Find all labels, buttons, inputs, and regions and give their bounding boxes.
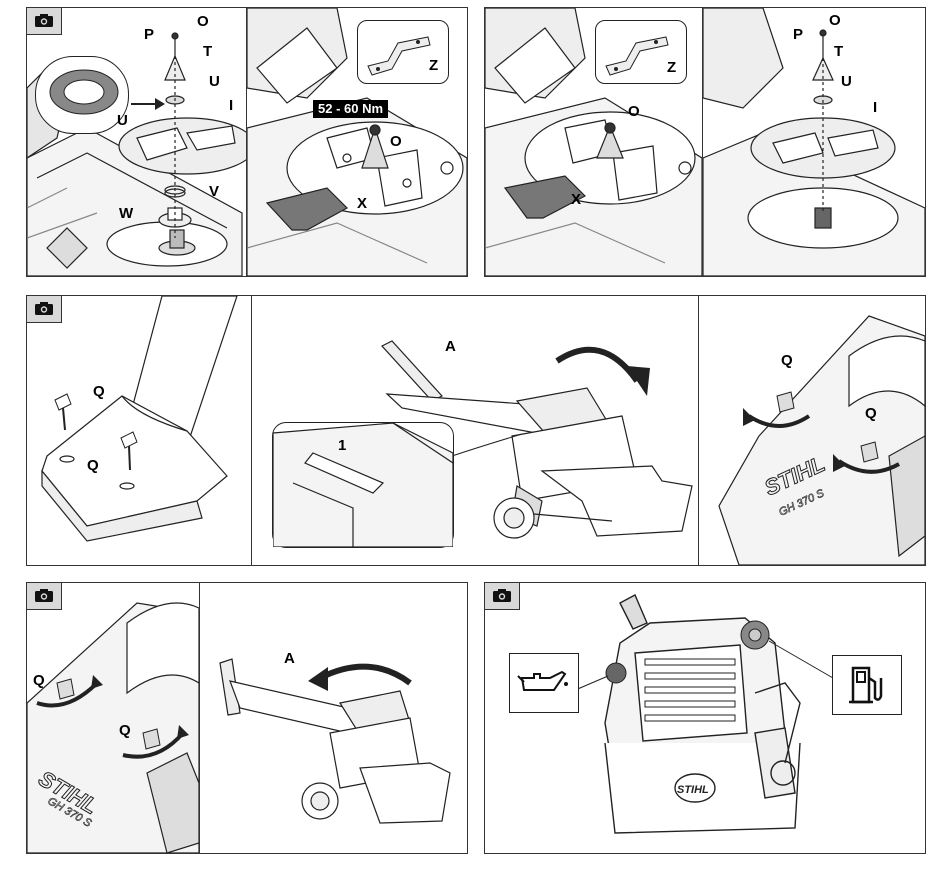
label-t: T [834,44,843,59]
screw-tighten-subpanel: STIHL GH 370 S Q Q [27,583,199,853]
stihl-logo: STIHL [677,784,709,796]
label-i: I [873,100,877,115]
label-q-upper: Q [781,353,793,368]
engine-drawing: STIHL [485,583,925,853]
label-q-lower: Q [87,458,99,473]
label-w: W [119,206,133,221]
label-t: T [203,44,212,59]
label-p: P [144,27,154,42]
label-p: P [793,27,803,42]
label-a: A [284,651,295,666]
exploded-blade-drawing [703,8,925,276]
chute-tilt-subpanel: A 1 [252,296,698,565]
label-x: X [357,196,367,211]
exploded-view-subpanel: P O T U U I V W [27,8,246,276]
label-o: O [390,134,402,149]
label-u-upper: U [209,74,220,89]
label-q-lower: Q [119,723,131,738]
slot-drawing [273,423,453,547]
fuel-symbol-sign [832,655,902,715]
label-q-upper: Q [93,384,105,399]
label-a: A [445,339,456,354]
machine-tilt-drawing [200,583,467,853]
panel-engine-caps: STIHL [484,582,926,854]
label-o: O [628,104,640,119]
label-x: X [571,192,581,207]
label-1: 1 [338,438,346,453]
torque-spec: 52 - 60 Nm [313,100,388,118]
chute-base-drawing [27,296,251,565]
label-i: I [229,98,233,113]
label-q-lower: Q [865,406,877,421]
bracket-z-inset [357,20,449,84]
panel-chute-installation: STIHL GH 370 S Q Q A [26,582,468,854]
chute-screws-subpanel: Q Q [27,296,251,565]
panel-blade-removal: P O T U U I V W [26,7,468,277]
label-u: U [841,74,852,89]
oil-can-icon [510,654,578,712]
housing-closeup-drawing: STIHL GH 370 S [699,296,925,565]
label-v: V [209,184,219,199]
exploded-view-subpanel: P O T U I [703,8,925,276]
slot-detail-inset [272,422,454,548]
label-z: Z [667,60,676,75]
screw-rotation-subpanel: STIHL GH 370 S Q Q [699,296,925,565]
housing-closeup-drawing: STIHL GH 370 S [27,583,199,853]
oil-symbol-sign [509,653,579,713]
label-u-inset: U [117,113,128,128]
label-q-upper: Q [33,673,45,688]
bracket-view-subpanel: O Z X [485,8,702,276]
torque-view-subpanel: 52 - 60 Nm Z O X [247,8,467,276]
label-o: O [197,14,209,29]
panel-blade-installation: O Z X P O T U I [484,7,926,277]
label-o: O [829,13,841,28]
label-z: Z [429,58,438,73]
pointer-arrow-icon [27,8,246,276]
panel-chute-removal: Q Q [26,295,926,566]
chute-tilt-back-subpanel: A [200,583,467,853]
oil-cap [606,663,626,683]
fuel-cap [741,621,769,649]
fuel-pump-icon [833,656,901,714]
